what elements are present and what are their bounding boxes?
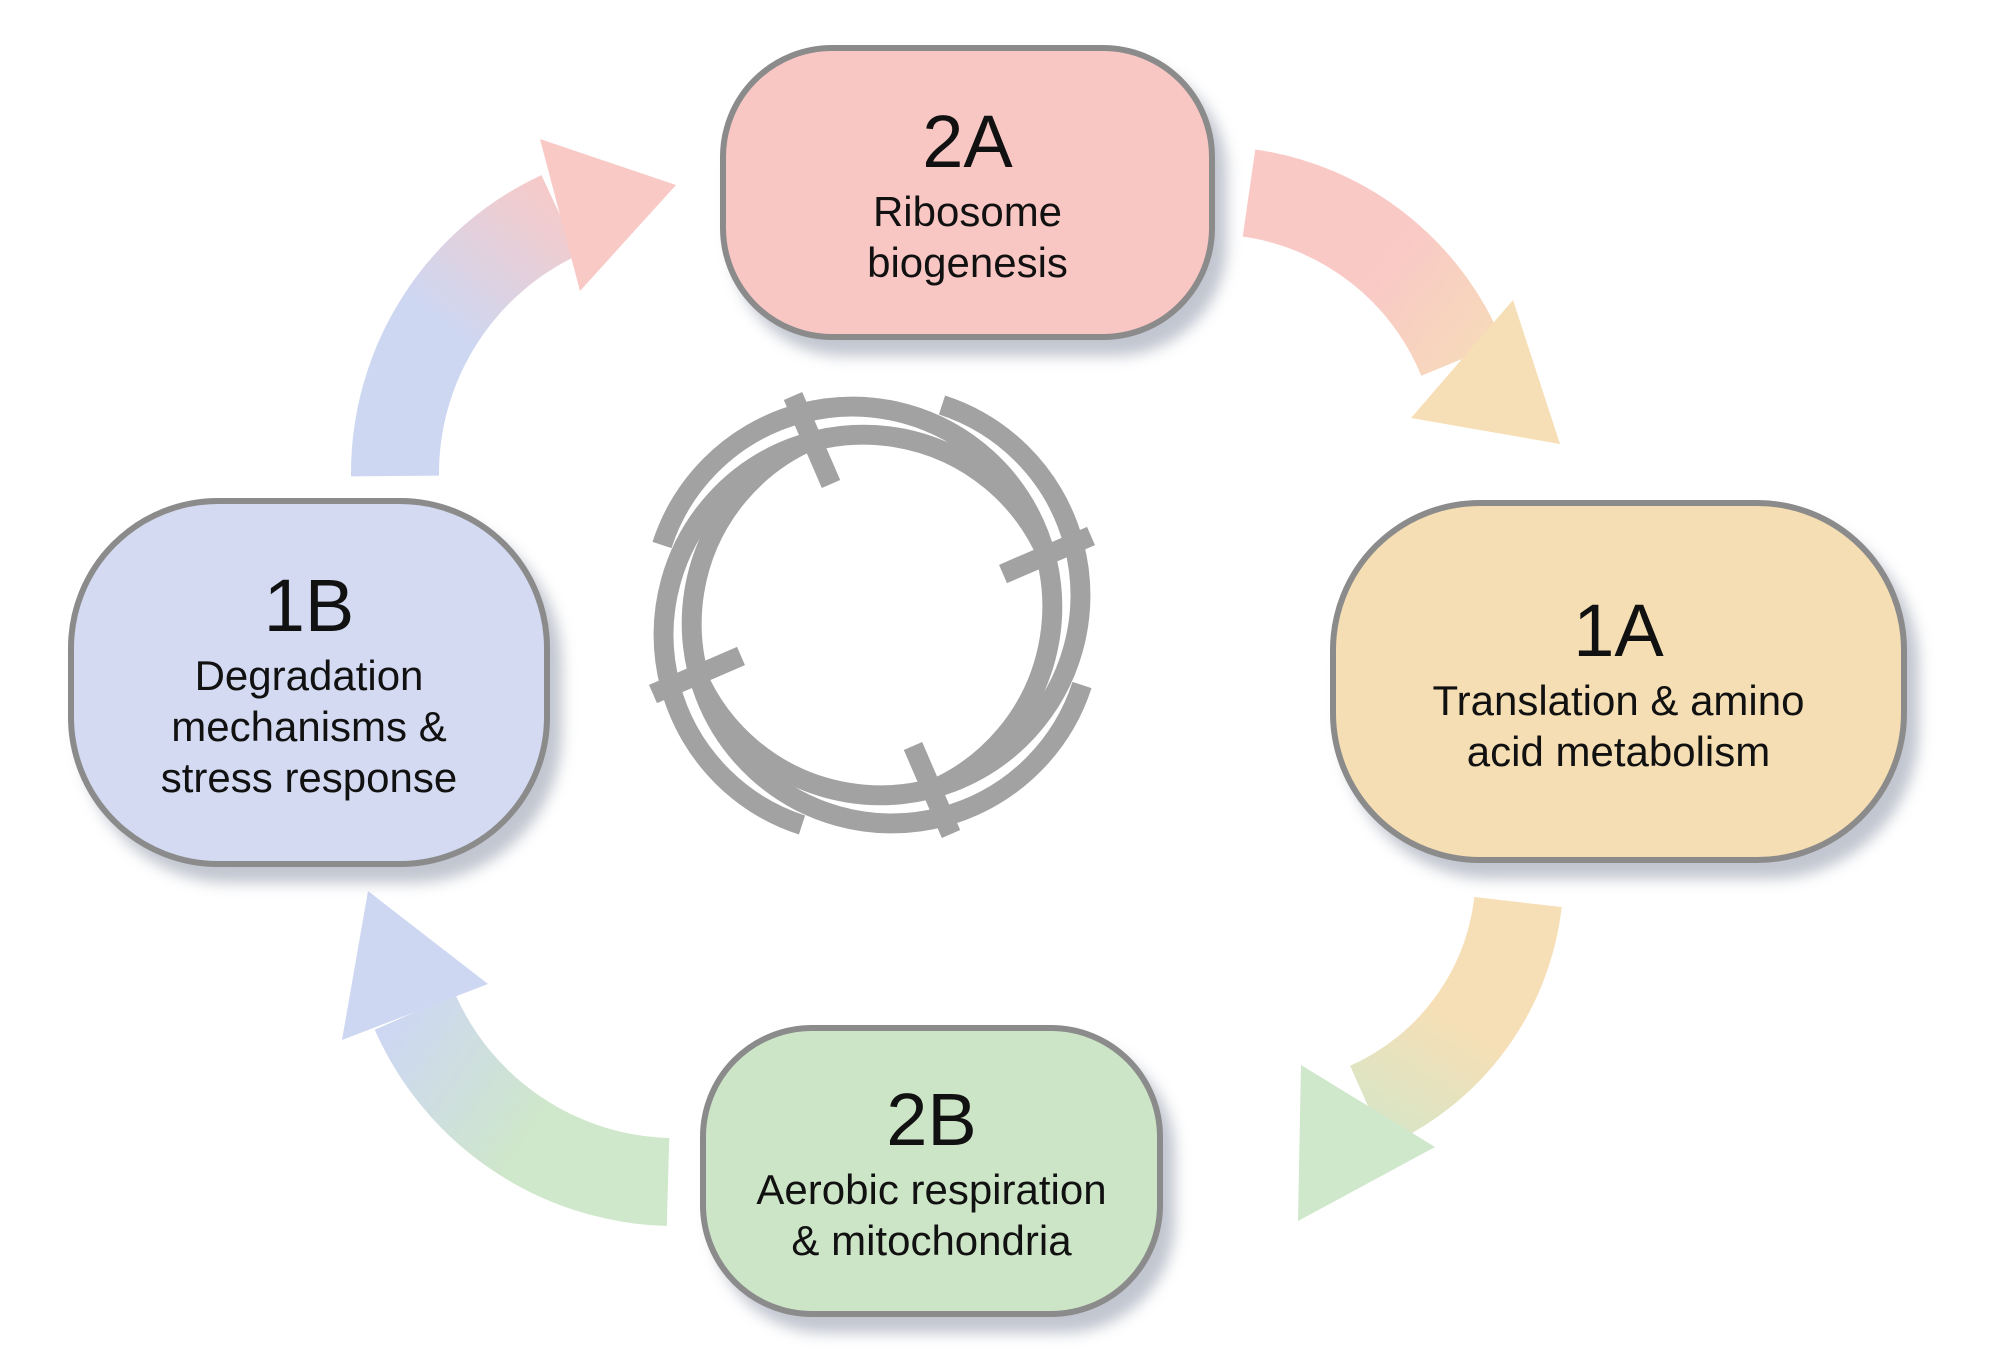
arrow-band — [1241, 149, 1503, 377]
arrow-band — [374, 993, 670, 1226]
node-code: 2A — [922, 99, 1013, 183]
node-code: 1A — [1573, 588, 1664, 672]
arrow-1b-to-2a — [350, 139, 676, 477]
node-2b-aerobic-respiration-mitochondria: 2B Aerobic respiration & mitochondria — [700, 1025, 1163, 1317]
node-1b-degradation-stress-response: 1B Degradation mechanisms & stress respo… — [68, 498, 550, 867]
node-label-line: Translation & amino — [1432, 676, 1805, 724]
node-label-line: stress response — [160, 754, 458, 801]
arrowhead-icon — [540, 139, 676, 291]
arrow-band — [350, 175, 580, 477]
inhibition-arc — [681, 392, 1092, 834]
node-1a-translation-amino-acid-metabolism: 1A Translation & amino acid metabolism — [1330, 500, 1907, 863]
node-label-line: & mitochondria — [791, 1217, 1072, 1264]
node-2a-ribosome-biogenesis: 2A Ribosome biogenesis — [720, 45, 1215, 340]
node-label-line: Ribosome — [872, 187, 1063, 235]
node-code: 2B — [886, 1078, 977, 1161]
node-code: 1B — [263, 564, 355, 647]
arrowhead-icon — [1411, 300, 1560, 444]
node-label-line: Aerobic respiration — [756, 1166, 1107, 1213]
node-label-line: acid metabolism — [1466, 727, 1771, 775]
arrowhead-icon — [342, 891, 488, 1040]
arrow-1a-to-2b — [1298, 896, 1562, 1221]
arrowhead-icon — [1298, 1065, 1435, 1221]
arrow-2a-to-1a — [1241, 149, 1560, 444]
node-label-line: mechanisms & — [171, 703, 447, 750]
mutual-inhibition-knot-icon — [649, 392, 1095, 838]
arrow-band — [1349, 896, 1562, 1147]
node-label-line: biogenesis — [867, 238, 1068, 286]
node-label-line: Degradation — [194, 652, 424, 699]
arrow-2b-to-1b — [342, 891, 670, 1226]
